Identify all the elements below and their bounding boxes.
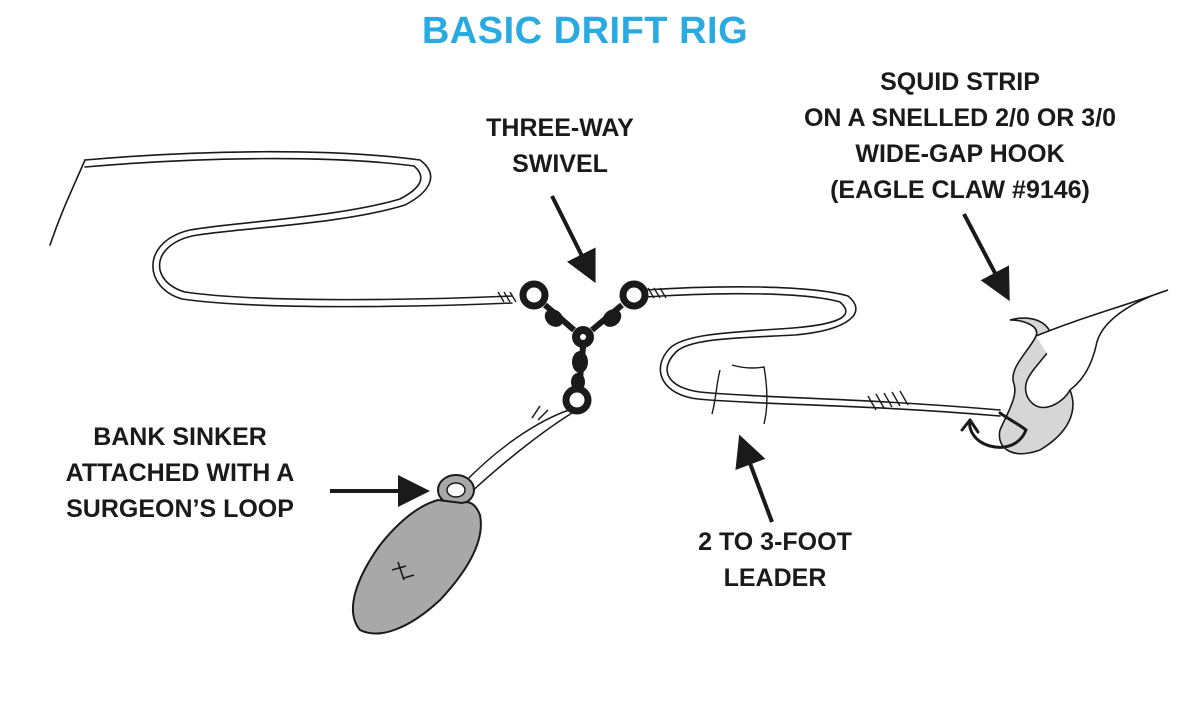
snell-knot	[867, 390, 909, 411]
label-line: ON A SNELLED 2/0 OR 3/0	[803, 104, 1117, 132]
squid-strip-icon	[998, 289, 1169, 455]
label-line: THREE-WAY	[486, 114, 634, 142]
label-bank-sinker: BANK SINKER ATTACHED WITH A SURGEON’S LO…	[20, 419, 340, 527]
label-line: (EAGLE CLAW #9146)	[830, 176, 1090, 204]
three-way-swivel-icon	[519, 280, 649, 415]
main-line	[49, 150, 513, 308]
label-line: SWIVEL	[512, 150, 608, 178]
label-line: SQUID STRIP	[880, 68, 1040, 96]
label-three-way-swivel: THREE-WAY SWIVEL	[455, 110, 665, 182]
diagram-title: BASIC DRIFT RIG	[421, 10, 749, 52]
label-line: WIDE-GAP HOOK	[855, 140, 1065, 168]
surgeons-loop	[461, 405, 573, 496]
leader-line	[644, 285, 1001, 417]
swivel-arrow	[550, 195, 596, 284]
label-line: 2 TO 3-FOOT	[698, 528, 852, 556]
label-leader: 2 TO 3-FOOT LEADER	[650, 524, 900, 596]
label-line: SURGEON’S LOOP	[66, 495, 294, 523]
label-line: BANK SINKER	[93, 423, 267, 451]
callout-arrows	[330, 195, 1010, 523]
label-line: ATTACHED WITH A	[65, 459, 295, 487]
hook-icon	[960, 411, 1028, 449]
label-squid-strip: SQUID STRIP ON A SNELLED 2/0 OR 3/0 WIDE…	[760, 64, 1160, 208]
hand-fingers	[711, 364, 768, 425]
leader-arrow	[735, 434, 774, 523]
bank-sinker-icon	[351, 474, 482, 635]
label-line: LEADER	[723, 564, 827, 592]
squid-arrow	[962, 213, 1010, 302]
